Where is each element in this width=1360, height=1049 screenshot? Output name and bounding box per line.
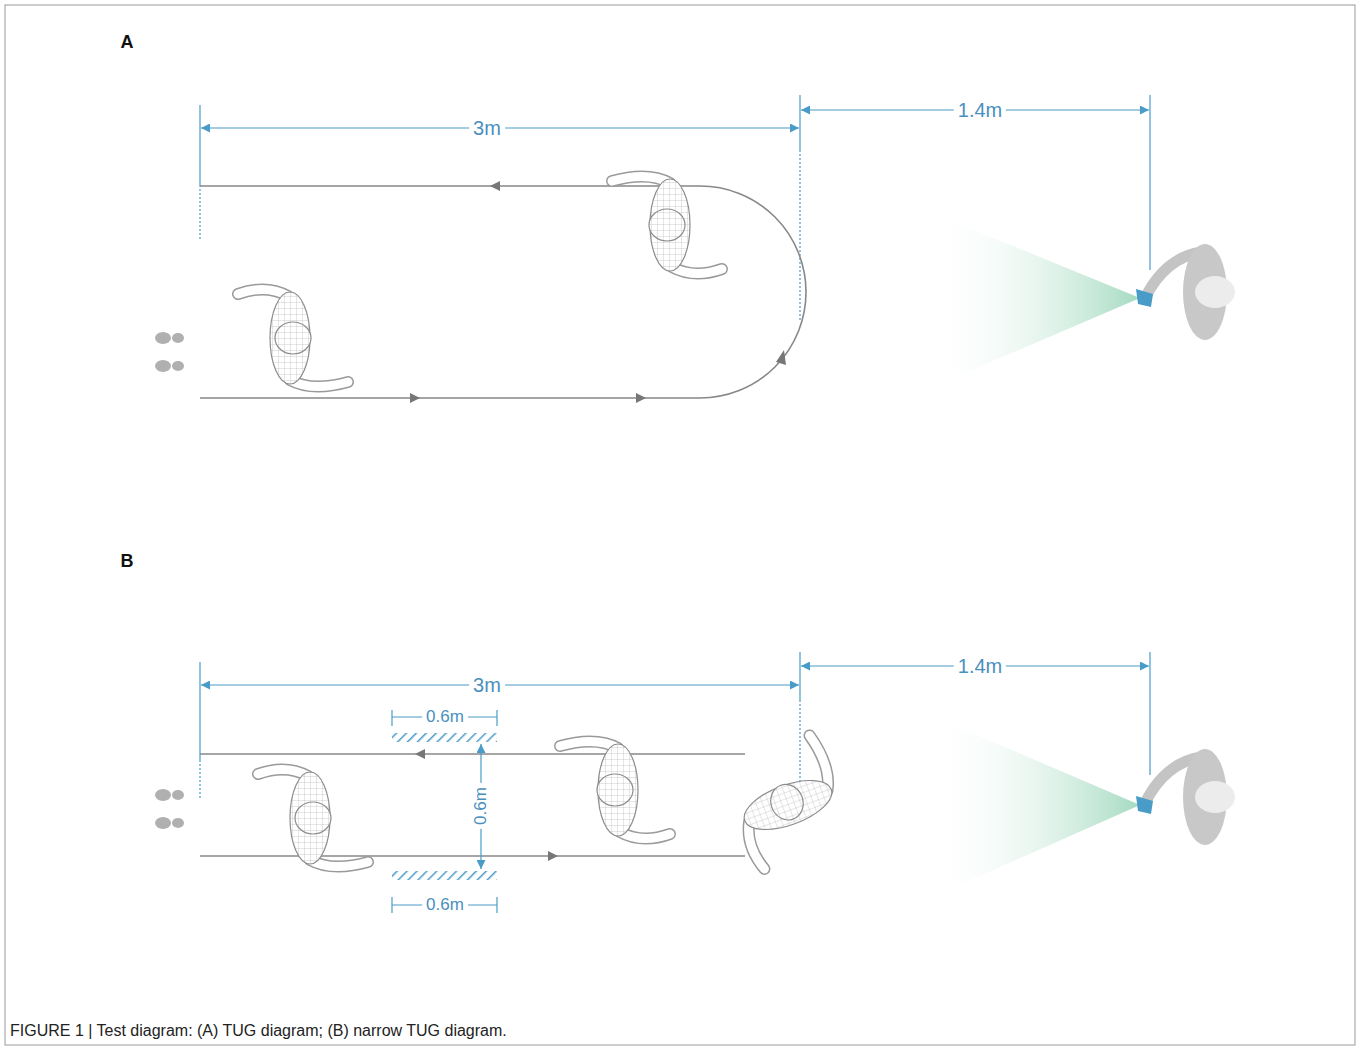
panel-letter: B	[117, 551, 138, 572]
dimension-label: 0.6m	[471, 783, 491, 829]
dimension-label: 0.6m	[422, 895, 468, 915]
panel-letter: A	[117, 32, 138, 53]
panel-a-drawing	[155, 95, 1235, 403]
dimension-label: 3m	[469, 117, 505, 140]
panel-b-drawing	[155, 652, 1235, 913]
dimension-label: 0.6m	[422, 707, 468, 727]
dimension-label: 3m	[469, 674, 505, 697]
dimension-label: 1.4m	[954, 655, 1006, 678]
dimension-label: 1.4m	[954, 99, 1006, 122]
figure-frame	[5, 5, 1355, 1045]
figure-caption: FIGURE 1 | Test diagram: (A) TUG diagram…	[10, 1022, 507, 1040]
